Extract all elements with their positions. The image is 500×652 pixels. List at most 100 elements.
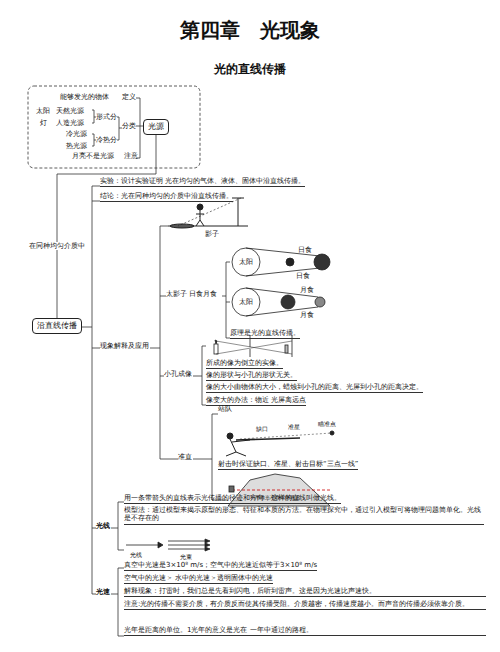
shadow-picture — [197, 204, 203, 210]
branch: 太影子 日食月食 — [166, 290, 217, 298]
lunar-eclipse — [232, 288, 260, 316]
shooting-picture — [227, 433, 233, 439]
tree-lines — [111, 502, 124, 550]
term: 月亮不是光源 — [72, 152, 114, 160]
picture-label: 瞄准点 — [318, 420, 336, 427]
text-row: 真空中光速是3×10⁸ m/s；空气中的光速近似等于3×10⁸ m/s — [124, 561, 317, 571]
term: 人造光源 — [56, 119, 84, 127]
picture-label: 月食 — [300, 311, 314, 319]
heading: 光速 — [96, 588, 110, 596]
shooting-picture — [226, 431, 334, 456]
text-row: 像的大小由物体的大小，蜡烛到小孔的距离、光屏到小孔的距离决定。 — [206, 383, 423, 393]
tree-lines — [222, 262, 230, 338]
picture-label: 准星 — [288, 423, 300, 430]
shooting-picture — [236, 438, 300, 440]
lunar-eclipse — [315, 297, 325, 307]
term: 注意 — [124, 152, 138, 160]
text-row: 像变大的办法：物近 光屏离远点 — [206, 396, 306, 406]
box-text: 沿直线传播 — [37, 321, 77, 331]
source-frame — [28, 86, 200, 168]
shadow-picture — [170, 224, 194, 228]
pinhole-picture — [216, 341, 292, 354]
lunar-eclipse — [281, 295, 295, 309]
picture-label: 日食 — [298, 246, 312, 254]
branch: 准直 — [178, 453, 192, 461]
source-frame — [117, 117, 122, 140]
branch: 现象解释及应用 — [100, 342, 149, 350]
ray-samples — [168, 541, 205, 549]
branch: 小孔成像 — [164, 370, 192, 378]
concept-box: 光源 — [143, 119, 169, 135]
ray-samples — [205, 539, 210, 551]
picture-label: 光束 — [180, 553, 192, 560]
solar-eclipse — [314, 254, 330, 270]
source-frame — [92, 134, 96, 146]
page-title: 第四章 光现象 — [180, 18, 320, 42]
term: 冷热分 — [96, 136, 117, 144]
term: 太阳 — [36, 107, 50, 115]
ray-samples — [126, 545, 158, 546]
shooting-picture — [240, 433, 332, 439]
term: 热光源 — [66, 142, 87, 150]
tree-lines — [193, 414, 228, 500]
solar-eclipse — [286, 258, 294, 266]
shooting-picture — [330, 431, 334, 435]
text-row: 实验：设计实验证明 光在均匀的气体、液体、固体中沿直线传播。 — [100, 177, 305, 187]
tree-lines — [193, 346, 206, 405]
caption: 站队 — [218, 405, 232, 413]
term: 定义 — [122, 93, 136, 101]
picture-label: 太阳 — [239, 258, 253, 266]
term: 灯 — [40, 119, 47, 127]
subtitle: 光的直线传播 — [214, 62, 286, 76]
text-row: 空气中的光速＞ 水中的光速＞透明固体中的光速 — [124, 574, 273, 584]
text-row: 所成的像为倒立的实像。 — [206, 359, 283, 369]
caption: 影子 — [205, 230, 219, 238]
tree-lines — [111, 568, 124, 636]
pinhole-picture — [214, 335, 292, 357]
source-frame — [92, 110, 96, 123]
shooting-picture — [226, 439, 250, 456]
term: 形式分 — [96, 113, 117, 121]
text-row: 注意:光的传播不需要介质，有介质反而使其传播受阻。介质越密，传播速度越小。而声音… — [124, 600, 486, 610]
connector — [57, 135, 156, 318]
concept-box: 沿直线传播 — [32, 318, 82, 334]
pinhole-picture — [214, 344, 218, 354]
text-row: 射击时保证缺口、准星、射击目标“三点一线” — [218, 460, 358, 470]
tunnel-picture — [232, 490, 330, 491]
picture-label: 太阳 — [239, 298, 253, 306]
pinhole-picture — [285, 345, 288, 353]
shadow-picture — [238, 198, 239, 226]
tunnel-picture — [229, 486, 234, 492]
picture-label: 光线 — [130, 551, 142, 558]
text-row: 结论：光在同种均匀的介质中沿直线传播。 — [100, 192, 233, 202]
term: 分类 — [122, 122, 136, 130]
tree-lines — [150, 226, 178, 459]
shadow-picture — [168, 198, 248, 228]
text-row: 模型法：通过模型来揭示原型的形态、特征和本质的方法。在物理探究中，通过引入模型可… — [124, 506, 484, 525]
picture-label: 月食 — [300, 286, 314, 294]
term: 能够发光的物体 — [60, 93, 109, 101]
source-frame — [136, 98, 143, 158]
ray-samples — [126, 539, 210, 551]
pinhole-picture — [250, 335, 251, 357]
text-row: 原理是光的直线传播。 — [230, 329, 300, 339]
solar-eclipse — [232, 248, 330, 276]
shadow-picture — [232, 198, 244, 199]
box-text: 光源 — [148, 122, 164, 132]
heading: 光线 — [96, 522, 110, 530]
term: 冷光源 — [66, 130, 87, 138]
source-frame — [28, 86, 200, 168]
picture-label: 缺口 — [256, 425, 268, 432]
connector-label: 在同种均匀介质中 — [28, 242, 86, 250]
text-row: 像的形状与小孔的形状无关。 — [206, 371, 297, 381]
text-row: 光年是距离的单位。1光年的意义是光在 一年中通过的路程。 — [124, 626, 486, 636]
text-row: 解释现象：打雷时，我们总是先看到闪电，后听到雷声。这是因为光速比声速快。 — [124, 587, 486, 597]
term: 天然光源 — [56, 107, 84, 115]
pinhole-picture — [215, 340, 217, 344]
solar-eclipse — [232, 248, 260, 276]
ray-samples — [158, 542, 163, 548]
shadow-picture — [196, 210, 204, 226]
text-row: 用一条带箭头的直线表示光传播的径迹和方向，这样的直线叫做光线。 — [124, 494, 341, 504]
picture-label: 日食 — [296, 272, 310, 280]
